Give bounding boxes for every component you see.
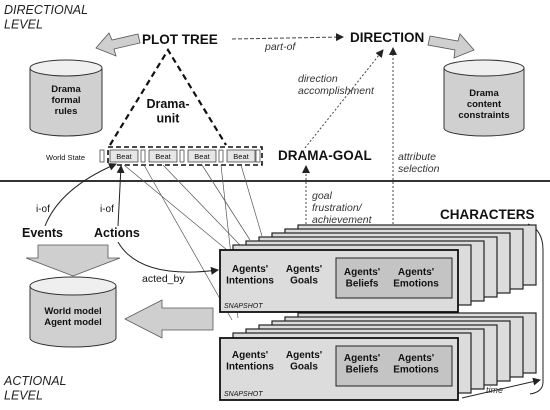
acted-by-arrow: [117, 241, 219, 275]
snapshot-1-beliefs: Agents'Beliefs: [344, 267, 380, 290]
world-state-bar: [99, 149, 261, 163]
direction-accomplishment-arrow: [304, 49, 384, 149]
snapshot-panel-2: Agents'Intentions Agents'Goals Agents'Be…: [219, 337, 459, 401]
i-of-actions-label: i-of: [100, 204, 114, 215]
drama-unit-beats-frame: [107, 146, 263, 166]
beat-4-label: Beat: [233, 152, 249, 161]
actions-label: Actions: [94, 226, 140, 240]
characters-heading: CHARACTERS: [440, 207, 535, 222]
snapshot-2-intentions: Agents'Intentions: [226, 350, 274, 373]
plot-tree-heading: PLOT TREE: [142, 32, 218, 47]
drama-goal-heading: DRAMA-GOAL: [278, 148, 372, 163]
snapshot-2-label: SNAPSHOT: [224, 391, 263, 398]
part-of-arrow: [231, 33, 344, 42]
acted-by-label: acted_by: [142, 273, 185, 285]
formal-rules-arrow: [95, 32, 141, 57]
drama-unit-triangle: [109, 47, 227, 146]
events-label: Events: [22, 226, 63, 240]
world-state-label: World State: [46, 153, 85, 162]
part-of-label: part-of: [264, 41, 296, 53]
snapshot-2-emotions: Agents'Emotions: [393, 353, 439, 376]
snapshot-panel-1: Agents'Intentions Agents'Goals Agents'Be…: [219, 249, 459, 313]
snapshot-to-model-arrow: [124, 299, 214, 339]
beat-1: Beat: [109, 149, 139, 163]
snapshot-2-goals: Agents'Goals: [286, 350, 322, 373]
beat-4: Beat: [226, 149, 256, 163]
beat-3-label: Beat: [194, 152, 210, 161]
snapshot-2-beliefs: Agents'Beliefs: [344, 353, 380, 376]
snapshot-1-emotions: Agents'Emotions: [393, 267, 439, 290]
time-arrow: [461, 377, 541, 399]
drama-unit-label: Drama-unit: [146, 97, 189, 125]
snapshot-1-intentions: Agents'Intentions: [226, 264, 274, 287]
snapshot-1-goals: Agents'Goals: [286, 264, 322, 287]
direction-heading: DIRECTION: [350, 30, 424, 45]
i-of-events-label: i-of: [36, 204, 50, 215]
events-to-model-arrow: [25, 244, 121, 277]
snapshot-1-label: SNAPSHOT: [224, 303, 263, 310]
beat-2-label: Beat: [155, 152, 171, 161]
beat-2: Beat: [148, 149, 178, 163]
i-of-events-arrow: [44, 163, 117, 227]
beat-1-label: Beat: [116, 152, 132, 161]
i-of-actions-arrow: [116, 165, 125, 227]
time-label: time: [486, 385, 503, 395]
beat-3: Beat: [187, 149, 217, 163]
content-constraints-arrow: [427, 33, 475, 59]
